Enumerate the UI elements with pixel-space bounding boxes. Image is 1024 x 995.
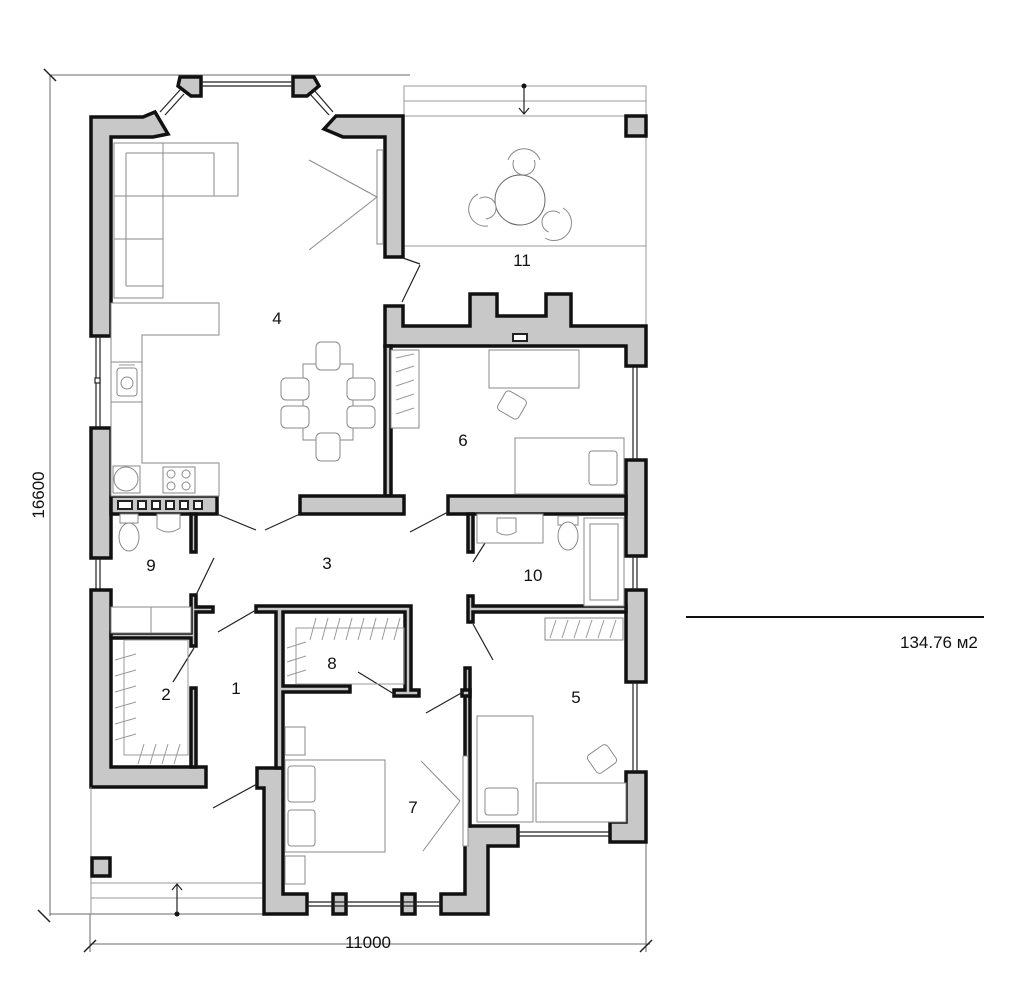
tv-wall-unit (308, 149, 384, 251)
room-label-8: 8 (327, 654, 336, 673)
bedroom5-window-south (518, 831, 610, 837)
doors (172, 257, 494, 809)
bedroom5-window-east (632, 682, 638, 772)
entrance-porch (90, 787, 262, 917)
boiler-vents (117, 500, 203, 510)
kitchen-counter (110, 302, 220, 497)
bedroom7-furniture (284, 726, 469, 885)
total-area-label: 134.76 м2 (900, 633, 978, 652)
wall-closet8 (254, 604, 421, 770)
bedroom7-windows (307, 901, 441, 907)
room-label-6: 6 (458, 431, 467, 450)
wall-east-bedroom5 (624, 588, 648, 684)
bathroom-fixtures (476, 513, 625, 607)
wall-bedroom7-pier-2 (400, 892, 417, 916)
height-dimension-label: 16600 (29, 471, 48, 518)
room-label-9: 9 (146, 556, 155, 575)
closet8-shelving (286, 617, 405, 685)
terrace-column (624, 114, 648, 138)
bedroom6-window-east (632, 366, 638, 460)
room-label-10: 10 (524, 566, 543, 585)
wall-bathroom-west (466, 512, 475, 554)
wall-bedroom7-stub (460, 688, 472, 698)
room-label-3: 3 (322, 554, 331, 573)
wc-window (95, 558, 101, 590)
dining-table-set (280, 341, 376, 462)
wall-bedroom6-north (383, 292, 648, 368)
wall-bedroom7-west (255, 766, 309, 916)
bedroom6-desk (488, 349, 580, 420)
vent-icon (512, 333, 528, 342)
corner-sofa (113, 142, 239, 299)
bedroom6-wardrobe (390, 349, 420, 429)
wall-bedroom5-north (466, 594, 628, 624)
room-label-11: 11 (513, 251, 531, 270)
wall-east-bathroom (624, 458, 648, 558)
porch-column (90, 856, 112, 878)
wall-bay-left (176, 75, 203, 98)
wall-west-kitchen (89, 426, 113, 560)
room-label-5: 5 (571, 688, 580, 707)
wall-living-south (298, 494, 406, 516)
terrace-table-set (468, 148, 572, 241)
wall-living-northwest (89, 109, 171, 338)
room-label-1: 1 (231, 679, 240, 698)
wall-bedroom7-southeast (439, 824, 520, 916)
bedroom5-furniture (476, 617, 627, 823)
room-label-2: 2 (161, 685, 170, 704)
wall-bedroom6-south (446, 494, 628, 516)
wc-fixtures (110, 513, 192, 634)
closet2-shelving (114, 639, 189, 765)
width-dimension-label: 11000 (345, 933, 391, 952)
area-underline (686, 616, 984, 618)
bedroom6-bed (514, 437, 625, 495)
kitchen-window (94, 336, 101, 428)
dimension-lines (37, 68, 653, 953)
wall-living-northeast (321, 114, 405, 259)
wall-bay-right (291, 75, 322, 98)
wall-wc-east (189, 512, 198, 554)
wall-bedroom7-pier-1 (331, 892, 348, 916)
wall-living-bedroom6 (383, 344, 393, 498)
wall-closet2-east (189, 686, 198, 769)
bay-windows (159, 81, 334, 116)
room-label-4: 4 (272, 309, 281, 328)
bathroom-window (632, 556, 638, 590)
room-label-7: 7 (408, 798, 417, 817)
